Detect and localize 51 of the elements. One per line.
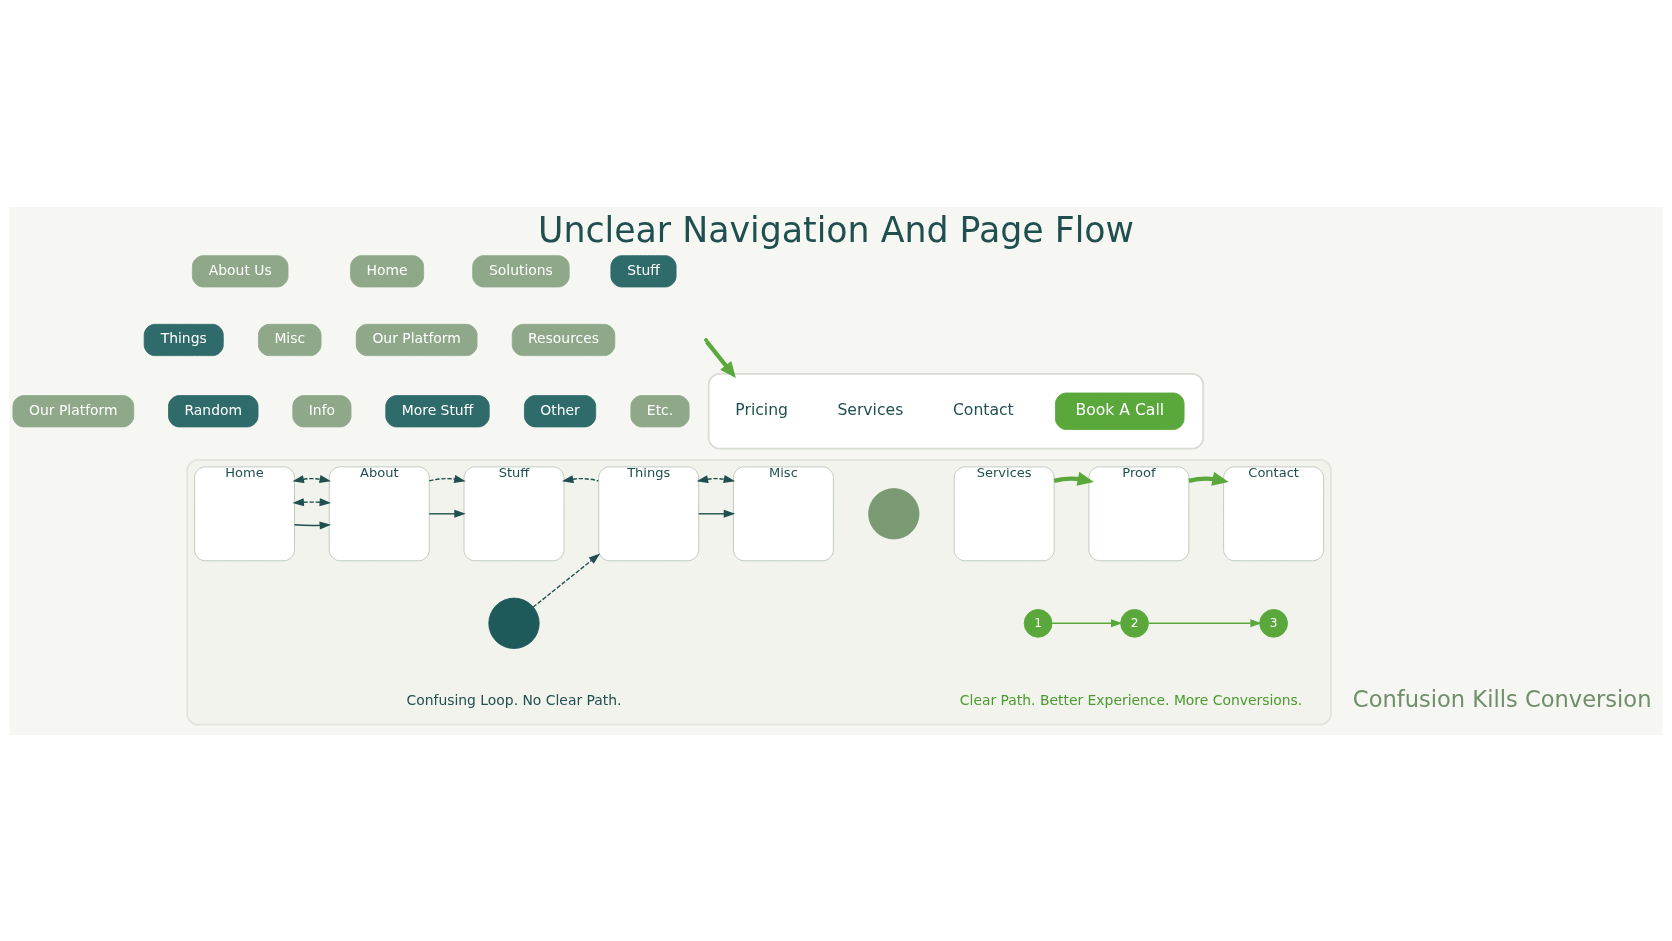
- node-box: Other: [523, 394, 597, 427]
- node-text: Contact: [952, 399, 1014, 419]
- node-circle: 3: [1259, 608, 1288, 638]
- node-circle: [488, 597, 540, 649]
- node-box: Etc.: [630, 394, 690, 427]
- node-circle: [868, 487, 920, 539]
- node-circle: 1: [1023, 608, 1053, 638]
- node-circle: 2: [1120, 608, 1149, 638]
- arrow: [428, 474, 466, 483]
- arrow: [532, 553, 601, 608]
- node-box: About Us: [191, 254, 289, 287]
- label: Confusing Loop. No Clear Path.: [406, 691, 622, 708]
- node-box: Stuff: [463, 465, 565, 561]
- label: Confusion Kills Conversion: [1352, 685, 1652, 712]
- node-box: Random: [168, 394, 259, 427]
- arrow: [428, 509, 466, 518]
- arrow: [292, 474, 332, 483]
- arrow: [698, 509, 736, 518]
- arrow: [293, 520, 332, 529]
- node-box: Stuff: [610, 254, 677, 287]
- arrow: [1147, 618, 1262, 627]
- node-box: Things: [143, 323, 224, 356]
- node-text: Services: [837, 399, 904, 419]
- cluster: [707, 372, 1205, 449]
- node-box: Home: [350, 254, 425, 287]
- node-box: Info: [292, 394, 352, 427]
- node-box: Services: [953, 465, 1055, 561]
- node-box: Book A Call: [1055, 392, 1185, 430]
- node-box: Contact: [1223, 465, 1325, 561]
- arrow: [1051, 618, 1123, 627]
- node-box: Misc: [258, 323, 322, 356]
- node-box: Misc: [733, 465, 834, 561]
- arrow: [1053, 471, 1094, 486]
- node-box: Our Platform: [355, 323, 478, 356]
- node-box: Things: [598, 465, 700, 561]
- cluster: [186, 458, 1332, 725]
- node-box: Our Platform: [12, 394, 135, 427]
- arrow: [292, 497, 332, 506]
- label: Clear Path. Better Experience. More Conversions.: [959, 691, 1303, 708]
- node-box: Resources: [511, 323, 616, 356]
- arrow: [705, 339, 736, 378]
- node-box: About: [328, 465, 430, 561]
- diagram-title: Unclear Navigation And Page Flow: [537, 209, 1135, 250]
- arrow: [696, 474, 736, 483]
- node-text: Pricing: [735, 399, 789, 419]
- arrow: [561, 474, 600, 483]
- node-box: Home: [194, 465, 295, 561]
- node-box: Solutions: [472, 254, 570, 287]
- node-box: Proof: [1088, 465, 1190, 561]
- node-box: More Stuff: [385, 394, 490, 427]
- arrow: [1188, 471, 1229, 486]
